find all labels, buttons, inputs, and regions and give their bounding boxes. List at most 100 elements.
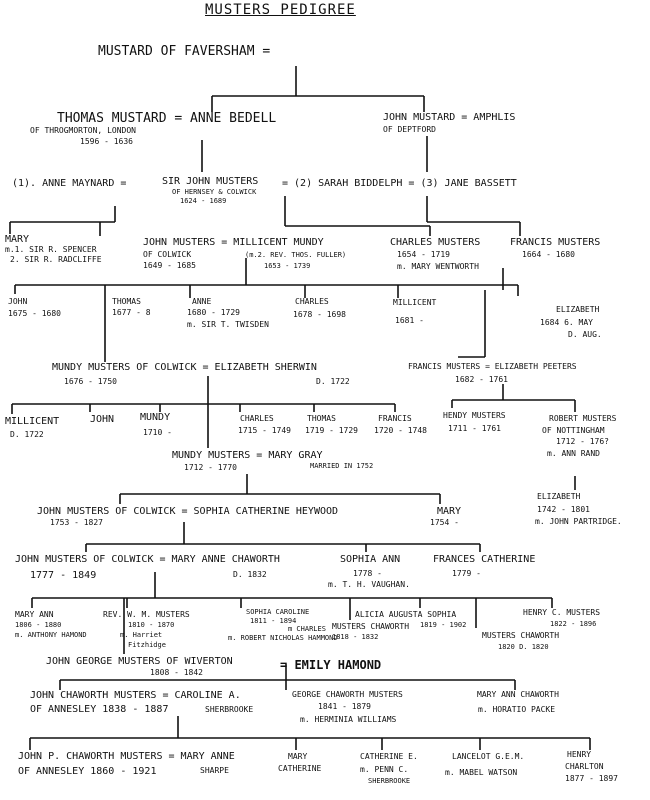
henry-charlton-2: CHARLTON bbox=[565, 762, 604, 771]
charles-musters-marriage: m. MARY WENTWORTH bbox=[397, 262, 479, 271]
john-chaworth-musters-caroline: JOHN CHAWORTH MUSTERS = CAROLINE A. bbox=[30, 690, 241, 701]
charles-1715: CHARLES bbox=[240, 414, 274, 423]
mary-catherine: MARY bbox=[288, 752, 308, 761]
lancelot-marriage: m. MABEL WATSON bbox=[445, 768, 518, 777]
mary-anne-sharpe: SHARPE bbox=[200, 766, 229, 775]
mundy-musters-mary-gray: MUNDY MUSTERS = MARY GRAY bbox=[172, 450, 323, 461]
anne-maynard: (1). ANNE MAYNARD = bbox=[12, 178, 127, 189]
hendy-musters: HENDY MUSTERS bbox=[443, 411, 506, 420]
john-george-musters: JOHN GEORGE MUSTERS OF WIVERTON bbox=[46, 656, 233, 667]
sophia-ann-marriage: m. T. H. VAUGHAN. bbox=[328, 580, 410, 589]
john-chaworth-musters-place-dates: OF ANNESLEY 1838 - 1887 bbox=[30, 704, 169, 715]
charles-musters-chaworth-dates: 1818 - 1832 bbox=[332, 633, 379, 641]
elizabeth-1684: ELIZABETH bbox=[556, 305, 600, 314]
john-p-chaworth-musters-mary-anne: JOHN P. CHAWORTH MUSTERS = MARY ANNE bbox=[18, 751, 235, 762]
sophia-caroline: SOPHIA CAROLINE bbox=[246, 608, 310, 616]
john-musters-sophia-heywood: JOHN MUSTERS OF COLWICK = SOPHIA CATHERI… bbox=[37, 506, 339, 517]
charles-1678-dates: 1678 - 1698 bbox=[293, 310, 346, 319]
millicent-d1722: MILLICENT bbox=[5, 416, 60, 427]
sir-john-musters-dates: 1624 - 1689 bbox=[180, 197, 227, 205]
elizabeth-1742: ELIZABETH bbox=[537, 492, 581, 501]
mundy-musters-dates: 1676 - 1750 bbox=[64, 377, 117, 386]
john-mustard-place: OF DEPTFORD bbox=[383, 125, 436, 134]
sophia-caroline-marriage: m. ROBERT NICHOLAS HAMMOND bbox=[228, 634, 338, 642]
mundy-musters-elizabeth-sherwin: MUNDY MUSTERS OF COLWICK = ELIZABETH SHE… bbox=[52, 362, 317, 373]
anne-1680-marriage: m. SIR T. TWISDEN bbox=[187, 320, 269, 329]
john-musters-millicent-mundy: JOHN MUSTERS = MILLICENT MUNDY bbox=[143, 237, 324, 248]
mary-ann-chaworth: MARY ANN CHAWORTH bbox=[477, 690, 559, 699]
rev-w-m-musters-marriage-2: Fitzhidge bbox=[128, 641, 166, 649]
mary-ann-1806-marriage: m. ANTHONY HAMOND bbox=[15, 631, 87, 639]
robert-musters-marriage: m. ANN RAND bbox=[547, 449, 600, 458]
musters-chaworth-1820-dates: 1820 D. 1820 bbox=[498, 643, 549, 651]
francis-musters-1682-dates: 1682 - 1761 bbox=[455, 375, 508, 384]
elizabeth-1684-dates: 1684 6. MAY bbox=[540, 318, 593, 327]
charles-musters: CHARLES MUSTERS bbox=[390, 237, 481, 248]
john-1675: JOHN bbox=[8, 297, 28, 306]
millicent-d1722-death: D. 1722 bbox=[10, 430, 44, 439]
robert-musters: ROBERT MUSTERS bbox=[549, 414, 617, 423]
john-colwick-child: JOHN bbox=[90, 414, 115, 425]
anne-1680-dates: 1680 - 1729 bbox=[187, 308, 240, 317]
hendy-musters-dates: 1711 - 1761 bbox=[448, 424, 501, 433]
catherine-e-marriage: m. PENN C. bbox=[360, 765, 409, 774]
charles-1715-dates: 1715 - 1749 bbox=[238, 426, 291, 435]
sophia-ann-dates: 1778 - bbox=[353, 569, 382, 578]
henry-charlton-dates: 1877 - 1897 bbox=[565, 774, 618, 783]
rev-w-m-musters: REV. W. M. MUSTERS bbox=[103, 610, 190, 619]
sophia-caroline-dates: 1811 - 1894 bbox=[250, 617, 297, 625]
henry-charlton: HENRY bbox=[567, 750, 592, 759]
thomas-1677-dates: 1677 - 8 bbox=[112, 308, 151, 317]
henry-c-musters-dates: 1822 - 1896 bbox=[550, 620, 597, 628]
john-musters-dates: 1649 - 1685 bbox=[143, 261, 196, 270]
john-1753-dates: 1753 - 1827 bbox=[50, 518, 103, 527]
thomas-1677: THOMAS bbox=[112, 297, 141, 306]
elizabeth-sherwin-death: D. 1722 bbox=[316, 377, 350, 386]
john-1777-dates: 1777 - 1849 bbox=[30, 570, 97, 581]
sophia-ann: SOPHIA ANN bbox=[340, 554, 401, 565]
mary-ann-chaworth-marriage: m. HORATIO PACKE bbox=[478, 705, 556, 714]
john-musters-place: OF COLWICK bbox=[143, 250, 192, 259]
mundy-1710: MUNDY bbox=[140, 412, 171, 423]
francis-musters: FRANCIS MUSTERS bbox=[510, 237, 601, 248]
francis-1720: FRANCIS bbox=[378, 414, 412, 423]
henry-c-musters: HENRY C. MUSTERS bbox=[523, 608, 601, 617]
mary-ann-1806-dates: 1806 - 1880 bbox=[15, 621, 62, 629]
married-1752: MARRIED IN 1752 bbox=[310, 462, 374, 470]
mary-1754-dates: 1754 - bbox=[430, 518, 459, 527]
charles-musters-chaworth: MUSTERS CHAWORTH bbox=[332, 622, 410, 631]
mary-musters: MARY bbox=[5, 234, 30, 245]
thomas-mustard-pair: THOMAS MUSTARD = ANNE BEDELL bbox=[57, 111, 277, 126]
alicia-augusta-sophia-dates: 1819 - 1902 bbox=[420, 621, 467, 629]
mundy-1710-dates: 1710 - bbox=[143, 428, 172, 437]
millicent-1681: MILLICENT bbox=[393, 298, 437, 307]
charles-musters-chaworth-label: m CHARLES bbox=[288, 625, 326, 633]
mary-1754: MARY bbox=[437, 506, 462, 517]
lancelot-g-e-m: LANCELOT G.E.M. bbox=[452, 752, 525, 761]
chart-title: MUSTERS PEDIGREE bbox=[205, 2, 356, 18]
caroline-sherbrooke: SHERBROOKE bbox=[205, 705, 254, 714]
thomas-mustard-dates: 1596 - 1636 bbox=[80, 137, 133, 146]
alicia-augusta-sophia: ALICIA AUGUSTA SOPHIA bbox=[355, 610, 457, 619]
francis-musters-elizabeth-peeters: FRANCIS MUSTERS = ELIZABETH PEETERS bbox=[408, 362, 577, 371]
robert-musters-place: OF NOTTINGHAM bbox=[542, 426, 605, 435]
mary-anne-chaworth-death: D. 1832 bbox=[233, 570, 267, 579]
millicent-mundy-dates: 1653 - 1739 bbox=[264, 262, 311, 270]
elizabeth-1742-dates: 1742 - 1801 bbox=[537, 505, 590, 514]
thomas-1719: THOMAS bbox=[307, 414, 336, 423]
mary-first-marriage: m.1. SIR R. SPENCER bbox=[5, 245, 97, 254]
musters-chaworth-1820: MUSTERS CHAWORTH bbox=[482, 631, 560, 640]
francis-1720-dates: 1720 - 1748 bbox=[374, 426, 427, 435]
john-musters-mary-anne-chaworth: JOHN MUSTERS OF COLWICK = MARY ANNE CHAW… bbox=[15, 554, 280, 565]
george-chaworth-musters: GEORGE CHAWORTH MUSTERS bbox=[292, 690, 403, 699]
thomas-mustard-place: OF THROGMORTON, LONDON bbox=[30, 126, 136, 135]
john-p-chaworth-musters-place-dates: OF ANNESLEY 1860 - 1921 bbox=[18, 766, 157, 777]
frances-catherine-dates: 1779 - bbox=[452, 569, 481, 578]
millicent-second-marriage: (m.2. REV. THOS. FULLER) bbox=[245, 251, 347, 259]
rev-w-m-musters-dates: 1810 - 1870 bbox=[128, 621, 175, 629]
sir-john-musters: SIR JOHN MUSTERS bbox=[162, 176, 259, 187]
mundy-1712-dates: 1712 - 1770 bbox=[184, 463, 237, 472]
george-chaworth-musters-dates: 1841 - 1879 bbox=[318, 702, 371, 711]
